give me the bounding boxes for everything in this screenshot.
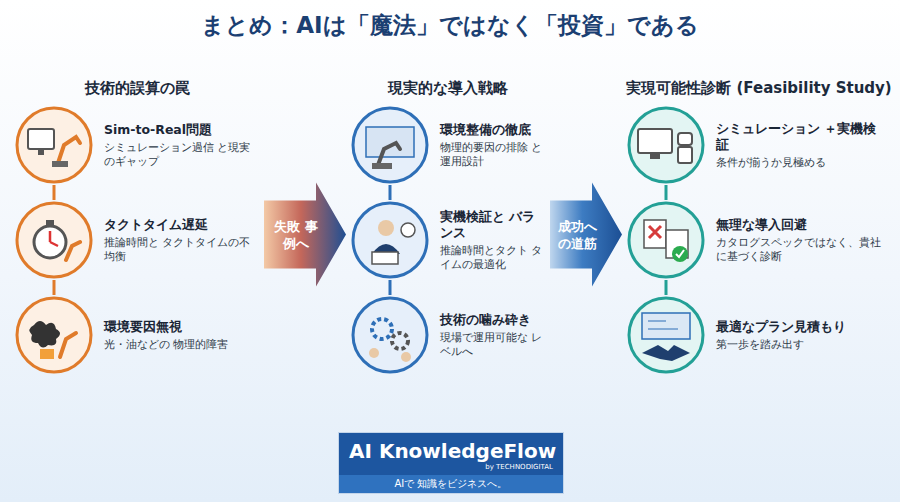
item-text: 最適なプラン見積もり第一歩を踏み出す <box>716 319 888 351</box>
item-body: シミュレーション過信 と現実のギャップ <box>104 140 254 168</box>
item-row: Sim-to-Real問題シミュレーション過信 と現実のギャップ <box>14 105 260 185</box>
column-heading: 技術的誤算の罠 <box>14 78 260 98</box>
item-text: Sim-to-Real問題シミュレーション過信 と現実のギャップ <box>104 122 254 168</box>
logo-name: AI KnowledgeFlow <box>349 439 553 463</box>
connector <box>54 185 55 200</box>
logo-box: AI KnowledgeFlowby TECHNODIGITALAIで 知識をビ… <box>338 432 564 494</box>
block-arrow <box>550 183 622 287</box>
item-text: 環境整備の徹底物理的要因の排除 と運用設計 <box>440 122 544 168</box>
item-text: 無理な導入回避カタログスペックではなく、貴社に基づく診断 <box>716 217 888 263</box>
item-heading: 実機検証と バランス <box>440 209 544 241</box>
item-icon <box>350 295 430 375</box>
item-heading: 最適なプラン見積もり <box>716 319 888 335</box>
item-row: 最適なプラン見積もり第一歩を踏み出す <box>626 295 892 375</box>
item-icon <box>350 200 430 280</box>
block-arrow <box>264 183 346 287</box>
item-body: カタログスペックではなく、貴社に基づく診断 <box>716 235 888 263</box>
item-text: 環境要因無視光・油などの 物理的障害 <box>104 319 254 351</box>
connector-line <box>53 185 56 200</box>
item-heading: Sim-to-Real問題 <box>104 122 254 138</box>
connector-line <box>665 185 668 200</box>
connector-line <box>53 280 56 295</box>
item-body: 第一歩を踏み出す <box>716 337 888 351</box>
arrow-label: 成功へ の道筋 <box>549 218 605 252</box>
column-group: 現実的な導入戦略環境整備の徹底物理的要因の排除 と運用設計実機検証と バランス推… <box>350 78 546 375</box>
item-icon <box>626 295 706 375</box>
item-row: タクトタイム遅延推論時間と タクトタイムの不均衡 <box>14 200 260 280</box>
logo-tagline: AIで 知識をビジネスへ。 <box>339 475 563 493</box>
connector-line <box>665 280 668 295</box>
logo-byline: by TECHNODIGITAL <box>349 463 553 472</box>
item-text: 実機検証と バランス推論時間とタクト タイムの最適化 <box>440 209 544 271</box>
item-body: 物理的要因の排除 と運用設計 <box>440 140 544 168</box>
item-heading: シミュレーション ＋実機検証 <box>716 121 888 153</box>
column-heading: 現実的な導入戦略 <box>350 78 546 98</box>
item-heading: タクトタイム遅延 <box>104 217 254 233</box>
item-icon <box>14 295 94 375</box>
logo-band: AI KnowledgeFlowby TECHNODIGITAL <box>339 433 563 475</box>
item-icon <box>626 105 706 185</box>
item-body: 現場で運用可能な レベルへ <box>440 330 544 358</box>
item-icon <box>14 200 94 280</box>
item-icon <box>626 200 706 280</box>
column-group: 技術的誤算の罠 Sim-to-Real問題シミュレーション過信 と現実のギャップタ… <box>14 78 260 375</box>
item-heading: 環境整備の徹底 <box>440 122 544 138</box>
arrow-label: 失敗 事例へ <box>268 218 324 252</box>
item-text: シミュレーション ＋実機検証条件が揃うか見極める <box>716 121 888 169</box>
connector-line <box>389 185 392 200</box>
item-heading: 無理な導入回避 <box>716 217 888 233</box>
item-text: 技術の噛み砕き現場で運用可能な レベルへ <box>440 312 544 358</box>
item-body: 推論時間とタクト タイムの最適化 <box>440 243 544 271</box>
item-body: 条件が揃うか見極める <box>716 155 888 169</box>
item-text: タクトタイム遅延推論時間と タクトタイムの不均衡 <box>104 217 254 263</box>
item-row: 無理な導入回避カタログスペックではなく、貴社に基づく診断 <box>626 200 892 280</box>
item-body: 推論時間と タクトタイムの不均衡 <box>104 235 254 263</box>
item-icon <box>350 105 430 185</box>
item-heading: 技術の噛み砕き <box>440 312 544 328</box>
connector <box>390 185 391 200</box>
item-icon <box>14 105 94 185</box>
item-row: シミュレーション ＋実機検証条件が揃うか見極める <box>626 105 892 185</box>
item-row: 実機検証と バランス推論時間とタクト タイムの最適化 <box>350 200 546 280</box>
item-row: 環境整備の徹底物理的要因の排除 と運用設計 <box>350 105 546 185</box>
item-row: 技術の噛み砕き現場で運用可能な レベルへ <box>350 295 546 375</box>
column-group: 実現可能性診断 (Feasibility Study) シミュレーション ＋実機検… <box>626 78 892 375</box>
item-heading: 環境要因無視 <box>104 319 254 335</box>
item-body: 光・油などの 物理的障害 <box>104 337 254 351</box>
item-row: 環境要因無視光・油などの 物理的障害 <box>14 295 260 375</box>
connector <box>390 280 391 295</box>
connector <box>666 280 667 295</box>
connector <box>54 280 55 295</box>
connector-line <box>389 280 392 295</box>
column-heading: 実現可能性診断 (Feasibility Study) <box>626 78 892 98</box>
connector <box>666 185 667 200</box>
diagram-title: まとめ：AIは「魔法」ではなく「投資」である <box>0 10 900 41</box>
